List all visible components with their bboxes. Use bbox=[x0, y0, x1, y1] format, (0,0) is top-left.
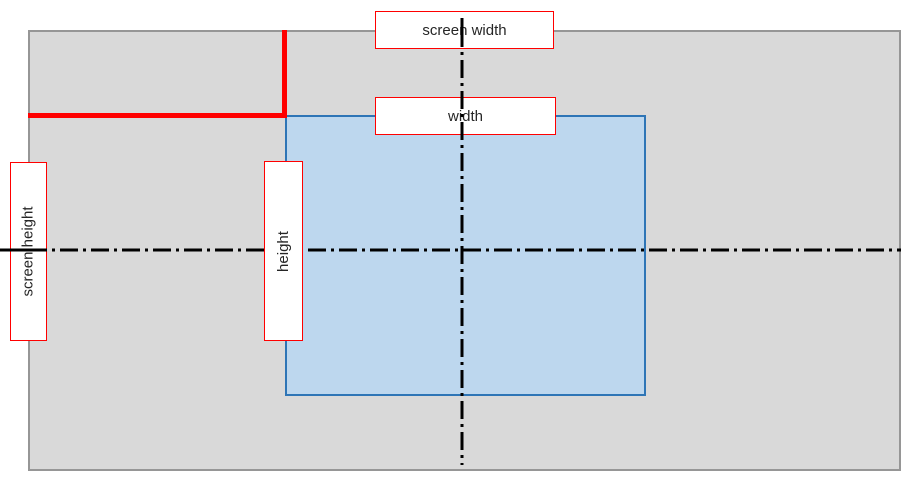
screen-width-label-text: screen width bbox=[422, 21, 507, 39]
height-label: height bbox=[264, 161, 303, 341]
width-label-text: width bbox=[447, 107, 484, 125]
screen-height-label: screen height bbox=[10, 162, 47, 341]
screen-width-label: screen width bbox=[375, 11, 554, 49]
screen-height-label-text: screen height bbox=[20, 206, 37, 297]
height-label-text: height bbox=[275, 230, 292, 272]
window-rect bbox=[285, 115, 646, 396]
width-label: width bbox=[375, 97, 556, 135]
window-top-offset-line bbox=[28, 113, 287, 118]
window-left-offset-line bbox=[282, 30, 287, 118]
